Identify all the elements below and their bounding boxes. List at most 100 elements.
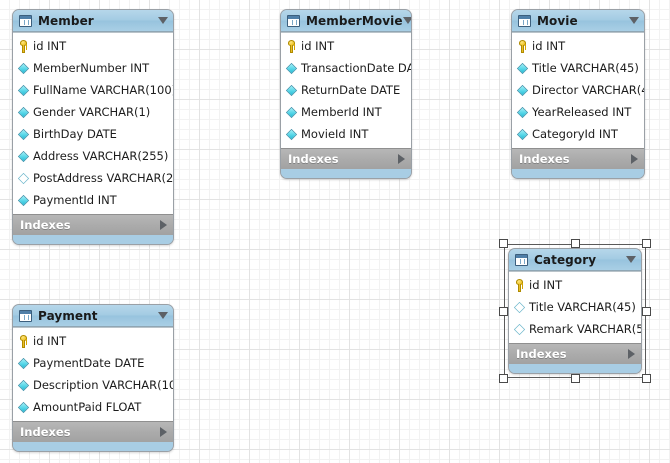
column-label: AmountPaid FLOAT [33, 400, 142, 414]
primary-key-icon [517, 39, 528, 53]
column-label: MemberNumber INT [33, 61, 150, 75]
column-icon [17, 128, 30, 140]
resize-handle-se[interactable] [642, 374, 651, 383]
resize-handle-w[interactable] [499, 306, 508, 316]
table-header-movie[interactable]: Movie [512, 10, 644, 32]
table-node-membermovie[interactable]: MemberMovie id INT TransactionDate DATE Ret… [280, 9, 412, 179]
column-label: id INT [532, 39, 566, 53]
resize-handle-nw[interactable] [499, 239, 508, 248]
table-row[interactable]: AmountPaid FLOAT [13, 396, 173, 418]
table-header-member[interactable]: Member [13, 10, 173, 32]
table-icon [518, 14, 531, 27]
caret-down-icon[interactable] [158, 312, 168, 319]
caret-right-icon[interactable] [628, 349, 635, 359]
table-indexes-bar[interactable]: Indexes [509, 343, 641, 364]
table-row[interactable]: PaymentDate DATE [13, 352, 173, 374]
column-icon [516, 84, 529, 96]
table-columns: id INT TransactionDate DATE ReturnDate DAT… [281, 32, 411, 148]
table-indexes-bar[interactable]: Indexes [13, 421, 173, 442]
table-row[interactable]: Title VARCHAR(45) [509, 296, 641, 318]
column-icon [17, 379, 30, 391]
resize-handle-s[interactable] [570, 374, 580, 383]
table-row[interactable]: MemberNumber INT [13, 57, 173, 79]
table-row[interactable]: ReturnDate DATE [281, 79, 411, 101]
table-row[interactable]: PaymentId INT [13, 189, 173, 211]
caret-down-icon[interactable] [626, 256, 636, 263]
column-label: id INT [301, 39, 335, 53]
table-header-payment[interactable]: Payment [13, 305, 173, 327]
column-label: BirthDay DATE [33, 127, 117, 141]
indexes-label: Indexes [516, 347, 567, 361]
primary-key-icon [514, 278, 525, 292]
column-label: Title VARCHAR(45) [532, 61, 639, 75]
table-row[interactable]: TransactionDate DATE [281, 57, 411, 79]
resize-handle-ne[interactable] [642, 239, 651, 248]
column-label: id INT [33, 334, 67, 348]
table-row[interactable]: Address VARCHAR(255) [13, 145, 173, 167]
table-icon [19, 309, 32, 322]
table-columns: id INT PaymentDate DATE Description VARCHA… [13, 327, 173, 421]
column-icon [285, 106, 298, 118]
column-label: Gender VARCHAR(1) [33, 105, 151, 119]
column-nullable-icon [513, 301, 526, 313]
table-row[interactable]: Director VARCHAR(45) [512, 79, 644, 101]
table-node-payment[interactable]: Payment id INT PaymentDate DATE Description… [12, 304, 174, 452]
caret-down-icon[interactable] [158, 17, 168, 24]
table-indexes-bar[interactable]: Indexes [281, 148, 411, 169]
table-row[interactable]: YearReleased INT [512, 101, 644, 123]
column-label: CategoryId INT [532, 127, 618, 141]
table-row[interactable]: id INT [281, 35, 411, 57]
table-footer-strip [509, 364, 641, 373]
column-label: PaymentDate DATE [33, 356, 145, 370]
table-row[interactable]: MemberId INT [281, 101, 411, 123]
table-row[interactable]: Gender VARCHAR(1) [13, 101, 173, 123]
table-row[interactable]: Title VARCHAR(45) [512, 57, 644, 79]
table-row[interactable]: id INT [13, 35, 173, 57]
caret-down-icon[interactable] [629, 17, 639, 24]
column-label: TransactionDate DATE [301, 61, 412, 75]
column-icon [17, 62, 30, 74]
table-indexes-bar[interactable]: Indexes [512, 148, 644, 169]
resize-handle-e[interactable] [642, 306, 651, 316]
caret-right-icon[interactable] [160, 220, 167, 230]
column-label: MemberId INT [301, 105, 382, 119]
table-row[interactable]: Remark VARCHAR(500) [509, 318, 641, 340]
caret-right-icon[interactable] [160, 427, 167, 437]
table-row[interactable]: MovieId INT [281, 123, 411, 145]
column-label: Description VARCHAR(100) [33, 378, 174, 392]
table-icon [19, 14, 32, 27]
table-header-membermovie[interactable]: MemberMovie [281, 10, 411, 32]
table-row[interactable]: id INT [13, 330, 173, 352]
column-label: FullName VARCHAR(100) [33, 83, 174, 97]
column-label: Address VARCHAR(255) [33, 149, 169, 163]
table-row[interactable]: PostAddress VARCHAR(255) [13, 167, 173, 189]
resize-handle-n[interactable] [570, 239, 580, 248]
indexes-label: Indexes [20, 425, 71, 439]
table-node-member[interactable]: Member id INT MemberNumber INT FullName VAR… [12, 9, 174, 245]
table-title: Payment [38, 308, 98, 323]
table-row[interactable]: id INT [509, 274, 641, 296]
column-icon [17, 106, 30, 118]
table-row[interactable]: Description VARCHAR(100) [13, 374, 173, 396]
column-icon [17, 194, 30, 206]
column-label: PaymentId INT [33, 193, 117, 207]
column-label: ReturnDate DATE [301, 83, 401, 97]
table-indexes-bar[interactable]: Indexes [13, 214, 173, 235]
column-icon [17, 357, 30, 369]
table-row[interactable]: FullName VARCHAR(100) [13, 79, 173, 101]
table-row[interactable]: BirthDay DATE [13, 123, 173, 145]
table-columns: id INT MemberNumber INT FullName VARCHAR(1… [13, 32, 173, 214]
table-row[interactable]: id INT [512, 35, 644, 57]
table-row[interactable]: CategoryId INT [512, 123, 644, 145]
column-label: Director VARCHAR(45) [532, 83, 644, 97]
caret-down-icon[interactable] [402, 17, 411, 24]
table-node-movie[interactable]: Movie id INT Title VARCHAR(45) Director VAR… [511, 9, 645, 179]
caret-right-icon[interactable] [631, 154, 638, 164]
resize-handle-sw[interactable] [499, 374, 508, 383]
table-header-category[interactable]: Category [509, 249, 641, 271]
table-title: MemberMovie [306, 13, 403, 28]
column-label: PostAddress VARCHAR(255) [33, 171, 174, 185]
caret-right-icon[interactable] [398, 154, 405, 164]
